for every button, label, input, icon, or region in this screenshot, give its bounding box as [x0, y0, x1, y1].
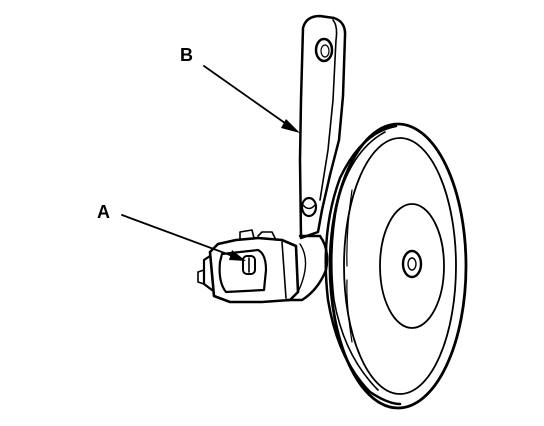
arrowhead-b	[281, 119, 300, 133]
mounting-bracket	[298, 14, 347, 240]
leader-line-a	[121, 214, 239, 259]
callout-label-a: A	[97, 202, 110, 222]
leader-line-b	[203, 65, 293, 129]
connector-housing	[197, 229, 329, 304]
callout-label-b: B	[180, 45, 193, 65]
horn-body	[324, 122, 468, 410]
arrowhead-a	[229, 250, 246, 261]
